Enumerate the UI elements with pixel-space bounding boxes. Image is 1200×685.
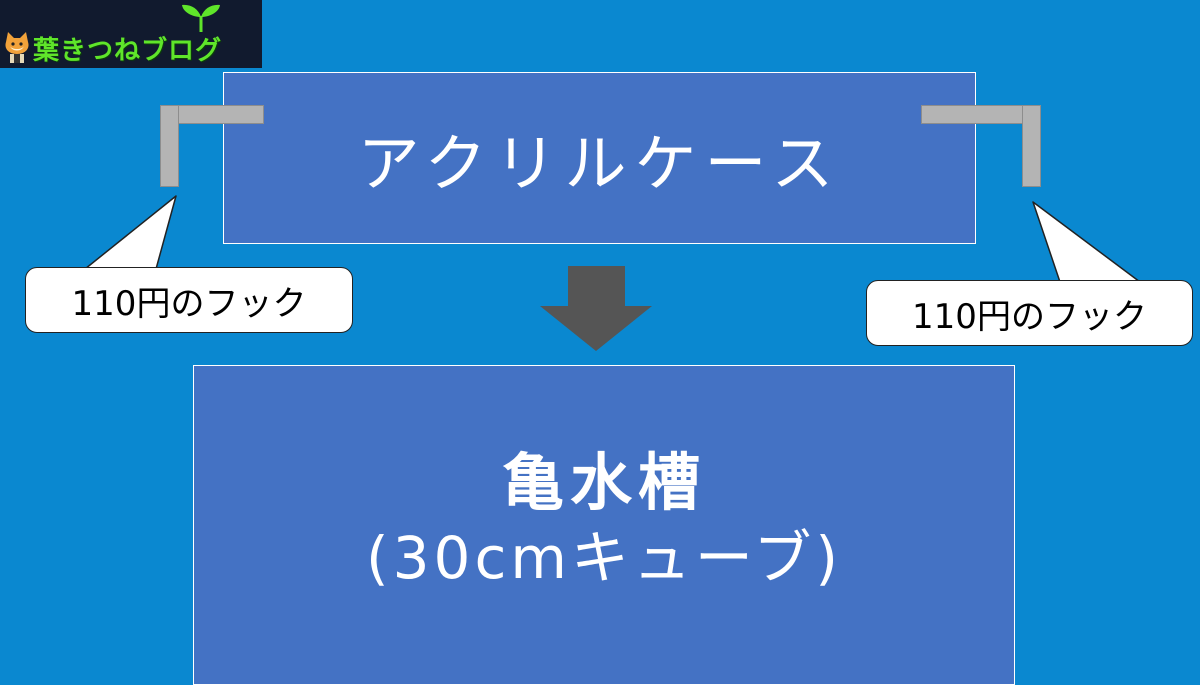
fox-icon bbox=[5, 32, 29, 63]
turtle-tank-box: 亀水槽 (30cmキューブ) bbox=[193, 365, 1015, 685]
site-logo[interactable]: 葉きつねブログ bbox=[0, 0, 262, 68]
left-hook-callout: 110円のフック bbox=[25, 267, 353, 333]
logo-text: 葉きつねブログ bbox=[33, 36, 223, 66]
turtle-tank-title: 亀水槽 bbox=[501, 445, 706, 519]
right-callout-tail bbox=[1032, 201, 1141, 283]
left-hook-vertical bbox=[160, 105, 179, 187]
acrylic-case-box: アクリルケース bbox=[223, 72, 976, 244]
right-hook-callout: 110円のフック bbox=[866, 280, 1193, 346]
arrow-down-icon bbox=[540, 266, 652, 351]
acrylic-case-label: アクリルケース bbox=[357, 127, 842, 200]
sprout-icon bbox=[182, 4, 220, 32]
right-hook-vertical bbox=[1022, 105, 1041, 187]
left-callout-label: 110円のフック bbox=[71, 283, 307, 324]
right-callout-label: 110円のフック bbox=[912, 296, 1147, 337]
turtle-tank-size: (30cmキューブ) bbox=[366, 524, 842, 593]
left-callout-tail bbox=[84, 195, 177, 270]
